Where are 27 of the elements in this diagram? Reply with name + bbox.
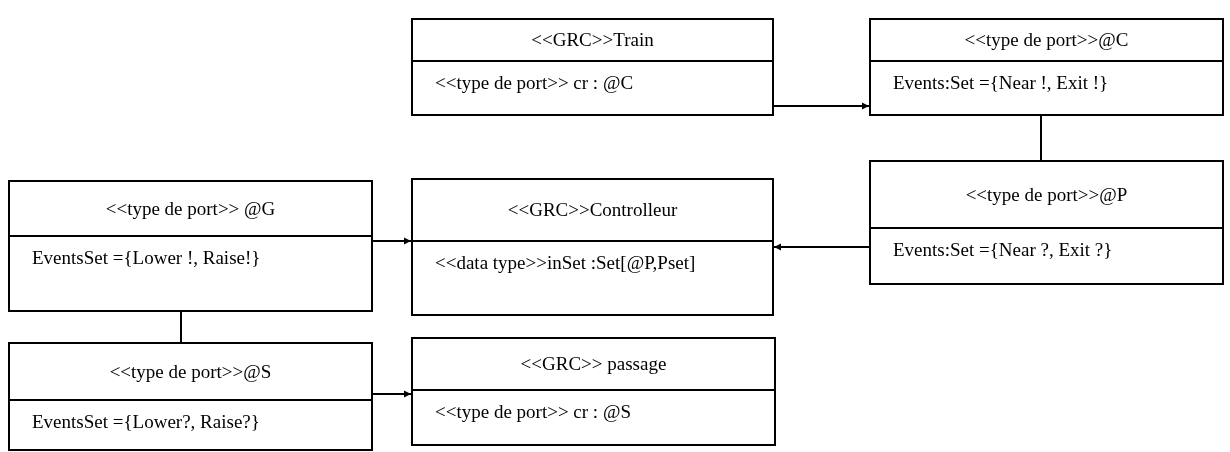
class-attribute: <<data type>>inSet :Set[@P,Pset] — [435, 252, 696, 275]
class-name: <<type de port>>@C — [964, 29, 1129, 51]
class-attribute: EventsSet ={Lower?, Raise?} — [32, 411, 260, 434]
class-box — [411, 337, 776, 446]
class-name: <<type de port>>@P — [965, 183, 1128, 206]
class-box — [869, 18, 1224, 116]
arrow — [372, 390, 412, 398]
class-box — [411, 178, 774, 316]
class-name: <<GRC>> passage — [520, 353, 667, 375]
class-name: <<GRC>>Controlleur — [507, 199, 678, 221]
class-box — [869, 160, 1224, 285]
class-attribute: EventsSet ={Lower !, Raise!} — [32, 247, 261, 270]
class-box — [8, 180, 373, 312]
class-box — [8, 342, 373, 451]
arrow — [372, 237, 412, 245]
class-name: <<type de port>> @G — [105, 197, 276, 220]
connector-line — [1040, 115, 1042, 161]
class-name: <<type de port>>@S — [109, 360, 272, 383]
class-attribute: <<type de port>> cr : @C — [435, 72, 634, 95]
arrow — [773, 243, 870, 251]
class-attribute: <<type de port>> cr : @S — [435, 401, 631, 424]
class-name: <<GRC>>Train — [531, 29, 654, 51]
connector-line — [180, 311, 182, 343]
arrow — [773, 102, 870, 110]
class-attribute: Events:Set ={Near ?, Exit ?} — [893, 239, 1113, 262]
class-attribute: Events:Set ={Near !, Exit !} — [893, 72, 1109, 95]
class-box — [411, 18, 774, 116]
